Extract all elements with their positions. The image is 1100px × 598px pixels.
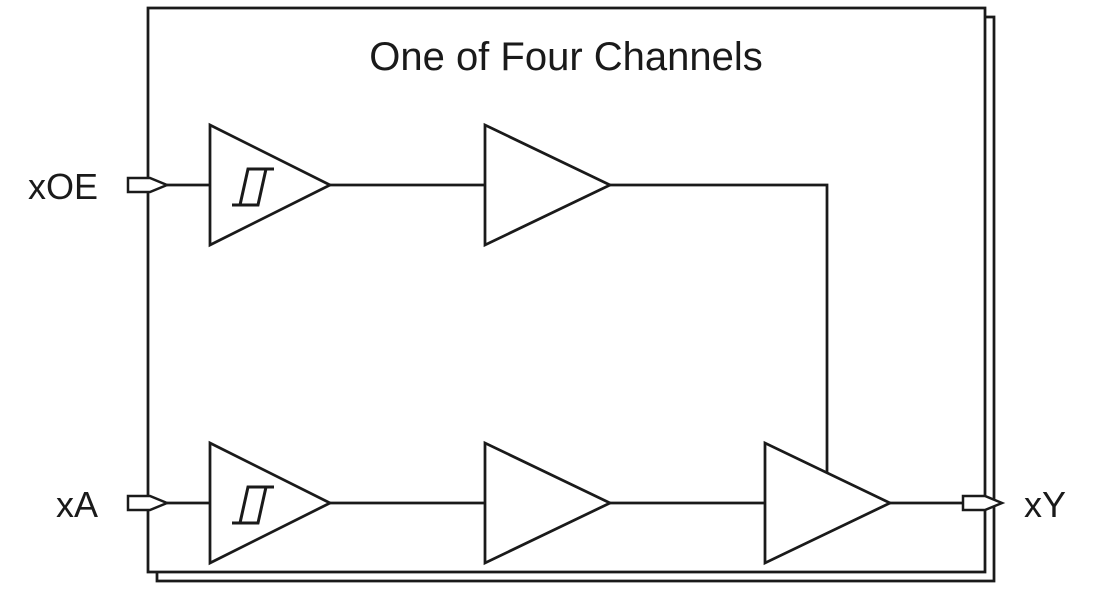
channel-box [146, 6, 987, 574]
buffer-bottom [483, 440, 614, 566]
schmitt-trigger-buffer-bottom [208, 440, 334, 566]
diagram-title: One of Four Channels [369, 35, 763, 79]
schmitt-trigger-buffer-top [208, 122, 334, 248]
buffer-top [483, 122, 614, 248]
input-pin-xa [126, 494, 171, 512]
output-buffer [763, 440, 894, 566]
port-label-xoe: xOE [28, 166, 98, 207]
input-pin-xoe [126, 176, 171, 194]
port-label-xa: xA [56, 484, 98, 525]
wire-enable-to-output-buffer [610, 183, 829, 473]
hysteresis-icon-bottom [232, 485, 274, 525]
output-pin-xy [961, 494, 1006, 512]
hysteresis-icon-top [232, 167, 274, 207]
port-label-xy: xY [1024, 484, 1066, 525]
